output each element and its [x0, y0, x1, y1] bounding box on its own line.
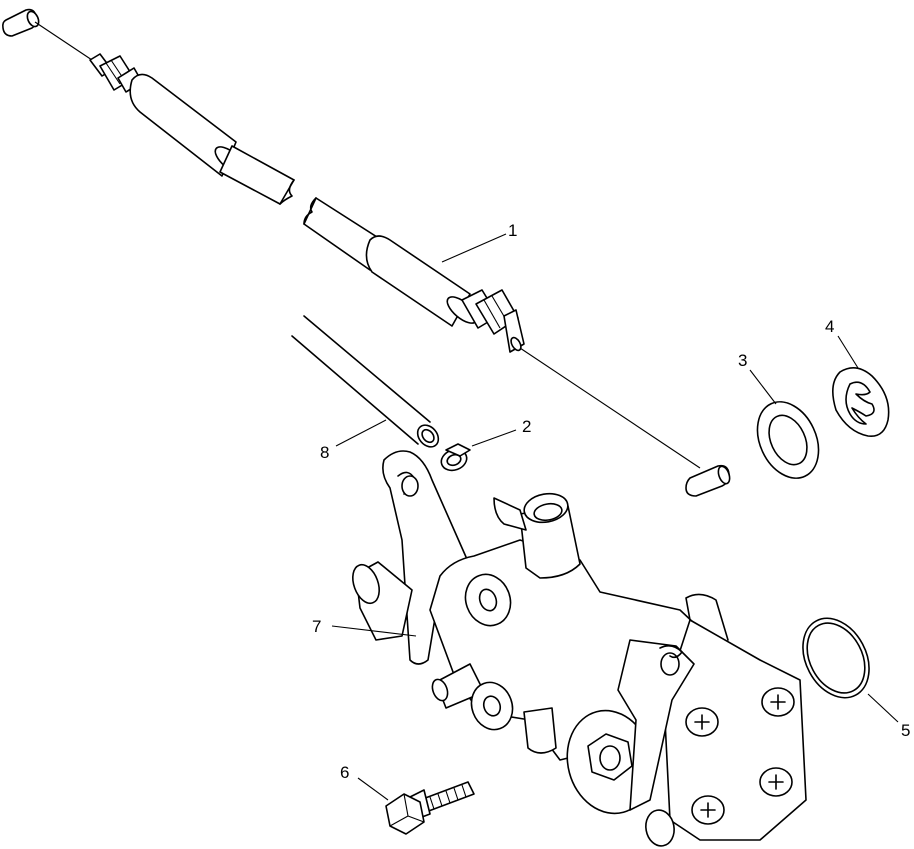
cable-lower-end-barrel [685, 464, 731, 497]
callout-label-7: 7 [312, 617, 321, 636]
callout-label-6: 6 [340, 763, 349, 782]
washer [756, 401, 820, 479]
callout-label-8: 8 [320, 443, 329, 462]
leader-line-8 [335, 419, 387, 447]
leader-line-6 [357, 777, 389, 801]
leader-line-7 [331, 625, 417, 637]
cable-inner-wire-lower [519, 347, 701, 469]
callout-label-4: 4 [825, 317, 834, 336]
callout-label-5: 5 [901, 721, 910, 740]
leader-lines [331, 233, 899, 801]
cover-screw-4 [759, 767, 793, 797]
leader-line-2 [471, 429, 517, 447]
control-lever [382, 450, 471, 665]
cable-upper-sheath [219, 145, 295, 205]
retaining-clip [832, 367, 890, 437]
cover-screw-2 [761, 687, 795, 717]
cable-inner-wire-upper [34, 21, 96, 63]
callout-labels: 1 2 3 4 5 6 7 8 [312, 221, 910, 782]
oil-hose [291, 315, 440, 448]
leader-line-3 [749, 369, 777, 405]
cable-upper-end-barrel [2, 8, 40, 37]
cover-screw-1 [685, 707, 719, 737]
hose-clamp [440, 443, 471, 472]
leader-line-1 [441, 233, 507, 263]
callout-label-1: 1 [508, 221, 517, 240]
leader-line-4 [837, 335, 859, 369]
pump-cable [2, 8, 731, 497]
cable-lower-adjuster [461, 289, 525, 353]
callout-label-2: 2 [522, 417, 531, 436]
leader-line-5 [867, 693, 899, 723]
callout-label-3: 3 [738, 351, 747, 370]
cover-screw-3 [691, 795, 725, 825]
o-ring [802, 617, 870, 699]
mounting-bolt [385, 781, 475, 835]
oil-pump-body [352, 492, 807, 847]
cable-upper-adjuster [89, 53, 143, 93]
